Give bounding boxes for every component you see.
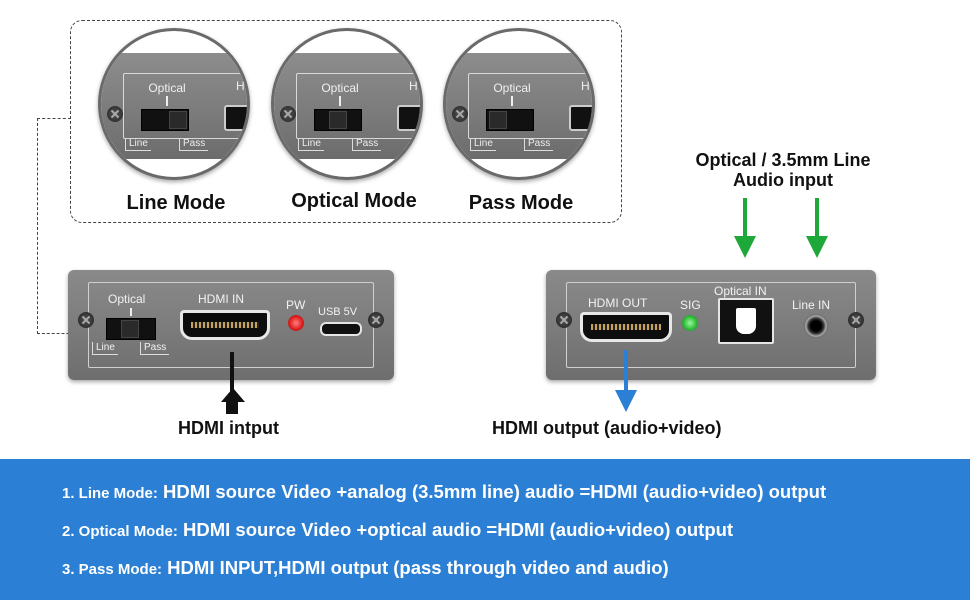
optical-in-port (718, 298, 774, 344)
hdmi-in-port (180, 310, 270, 340)
output-arrow-head-icon (615, 390, 637, 412)
hdmi-in-label: HDMI IN (198, 292, 244, 306)
mode-callout-box (70, 20, 622, 223)
switch-pass-label: Pass (524, 138, 554, 151)
banner-line-1-text: HDMI source Video +analog (3.5mm line) a… (157, 481, 827, 502)
switch-pass-label: Pass (179, 138, 209, 151)
line-arrow-head-icon (806, 236, 828, 258)
hdmi-port-icon (569, 105, 592, 131)
banner-line-3-text: HDMI INPUT,HDMI output (pass through vid… (162, 557, 669, 578)
hdmi-label-partial: H (581, 79, 590, 93)
hdmi-label-partial: H (409, 79, 418, 93)
switch-line-label: Line (92, 342, 118, 355)
audio-input-caption: Optical / 3.5mm Line Audio input (668, 150, 898, 190)
hdmi-label-partial: H (236, 79, 245, 93)
line-mode-label: Line Mode (126, 192, 226, 214)
banner-line-3-prefix: 3. Pass Mode: (62, 561, 163, 578)
screw-icon (78, 312, 94, 328)
hdmi-out-label: HDMI OUT (588, 296, 648, 310)
switch-line-label: Line (125, 138, 151, 151)
output-device-panel: HDMI OUT SIG Optical IN Line IN (546, 270, 876, 380)
mode-switch (141, 109, 189, 131)
output-arrow (624, 350, 628, 392)
optical-arrow-head-icon (734, 236, 756, 258)
optical-arrow (743, 198, 747, 242)
signal-label: SIG (680, 298, 701, 312)
banner-line-3: 3. Pass Mode: HDMI INPUT,HDMI output (pa… (62, 557, 669, 579)
banner-line-1: 1. Line Mode: HDMI source Video +analog … (62, 481, 826, 503)
optical-mode-zoom: Optical Line Pass H (271, 28, 423, 180)
banner-line-2: 2. Optical Mode: HDMI source Video +opti… (62, 519, 733, 541)
line-in-label: Line IN (792, 298, 831, 312)
signal-led-icon (682, 315, 698, 331)
hdmi-port-icon (224, 105, 247, 131)
input-arrow (230, 352, 234, 392)
switch-optical-label: Optical (321, 81, 359, 95)
screw-icon (848, 312, 864, 328)
callout-connector-bottom (37, 333, 89, 334)
pass-mode-label: Pass Mode (468, 192, 574, 214)
power-led-icon (288, 315, 304, 331)
callout-connector-top (37, 118, 71, 119)
audio-input-caption-line2: Audio input (733, 170, 833, 190)
switch-pass-label: Pass (352, 138, 382, 151)
input-device-panel: Optical Line Pass HDMI IN PW USB 5V (68, 270, 394, 380)
line-mode-zoom: Optical Line Pass H (98, 28, 250, 180)
switch-line-label: Line (470, 138, 496, 151)
input-arrow-base (226, 402, 238, 414)
hdmi-input-caption: HDMI intput (178, 418, 279, 438)
hdmi-output-caption: HDMI output (audio+video) (492, 418, 722, 438)
mode-switch (486, 109, 534, 131)
banner-line-1-prefix: 1. Line Mode: (62, 485, 158, 502)
hdmi-out-port (580, 312, 672, 342)
mode-description-banner: 1. Line Mode: HDMI source Video +analog … (0, 459, 970, 600)
switch-line-label: Line (298, 138, 324, 151)
pass-mode-zoom: Optical Line Pass H (443, 28, 595, 180)
optical-mode-label: Optical Mode (291, 190, 417, 212)
switch-pass-label: Pass (140, 342, 170, 355)
hdmi-port-icon (397, 105, 420, 131)
power-label: PW (286, 298, 306, 312)
banner-line-2-text: HDMI source Video +optical audio =HDMI (… (177, 519, 734, 540)
usb-port (320, 322, 362, 336)
switch-optical-label: Optical (148, 81, 186, 95)
screw-icon (107, 106, 123, 122)
switch-optical-label: Optical (493, 81, 531, 95)
screw-icon (368, 312, 384, 328)
mode-switch[interactable] (106, 318, 156, 340)
usb-label: USB 5V (318, 306, 358, 318)
line-arrow (815, 198, 819, 242)
screw-icon (556, 312, 572, 328)
mode-switch (314, 109, 362, 131)
switch-optical-label: Optical (108, 292, 146, 306)
callout-connector (37, 118, 38, 334)
audio-input-caption-line1: Optical / 3.5mm Line (695, 150, 871, 170)
input-arrow-head-icon (221, 388, 245, 402)
banner-line-2-prefix: 2. Optical Mode: (62, 523, 178, 540)
line-in-jack (804, 314, 828, 338)
screw-icon (280, 106, 296, 122)
screw-icon (452, 106, 468, 122)
optical-in-label: Optical IN (714, 284, 767, 298)
